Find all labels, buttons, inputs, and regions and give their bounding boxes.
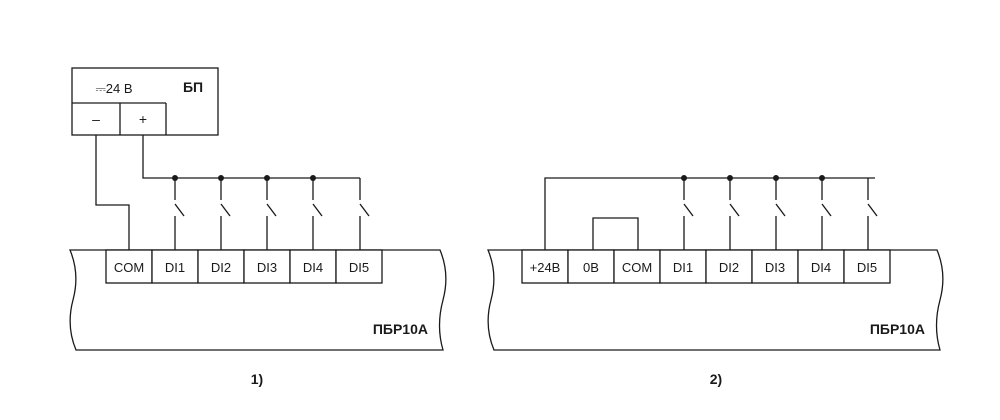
diagram-caption: 2): [710, 371, 722, 387]
switch-group: [172, 175, 370, 250]
junction-dot: [218, 175, 224, 181]
terminal-label: DI3: [257, 260, 277, 275]
junction-dot: [310, 175, 316, 181]
switch-contact: [220, 203, 231, 217]
device-body-outline: [69, 249, 447, 351]
junction-dot: [727, 175, 733, 181]
terminal-di5: [335, 249, 383, 284]
diagram-1: ⎓24 В БП – +: [69, 67, 447, 387]
terminal-label: DI5: [349, 260, 369, 275]
terminal-label: DI2: [211, 260, 231, 275]
switch-contact: [775, 203, 786, 217]
junction-dot: [264, 175, 270, 181]
terminal-label: DI1: [165, 260, 185, 275]
terminal-label: DI3: [765, 260, 785, 275]
plus-terminal-label: +: [139, 111, 147, 127]
switch-contact: [683, 203, 694, 217]
terminal-label: 0В: [583, 260, 599, 275]
switch-contact: [729, 203, 740, 217]
terminal-label: DI4: [811, 260, 831, 275]
wire-plus-bus: [142, 135, 360, 179]
terminal-label: DI2: [719, 260, 739, 275]
junction-dot: [773, 175, 779, 181]
power-supply-voltage: ⎓24 В: [95, 81, 132, 96]
switch-contact: [174, 203, 185, 217]
terminal-label: DI4: [303, 260, 323, 275]
terminal-block: COM DI1 DI2 DI3 DI4 DI5: [105, 249, 383, 284]
device-label: ПБР10А: [373, 321, 428, 337]
jumper-0v-com: [592, 217, 639, 250]
power-supply-title: БП: [183, 79, 203, 95]
diagram-2: +24В 0В COM DI1 DI2 DI3 DI4 DI5 ПБР10А 2…: [487, 175, 944, 387]
switch-contact: [266, 203, 277, 217]
terminal-label: +24В: [530, 260, 561, 275]
wire-minus-to-com: [95, 135, 130, 250]
junction-dot: [681, 175, 687, 181]
terminal-label: DI1: [673, 260, 693, 275]
diagram-caption: 1): [251, 371, 263, 387]
terminal-block: +24В 0В COM DI1 DI2 DI3 DI4 DI5: [521, 249, 891, 284]
switch-contact: [359, 203, 370, 217]
terminal-di1: [659, 249, 707, 284]
power-supply-box: [71, 67, 219, 136]
terminal-label: COM: [114, 260, 144, 275]
junction-dot: [172, 175, 178, 181]
switch-group: [681, 175, 878, 250]
terminal-di4: [797, 249, 845, 284]
switch-contact: [867, 203, 878, 217]
terminal-di4: [289, 249, 337, 284]
junction-dot: [819, 175, 825, 181]
switch-contact: [821, 203, 832, 217]
terminal-di2: [705, 249, 753, 284]
terminal-label: COM: [622, 260, 652, 275]
wire-24v-bus: [544, 177, 875, 250]
minus-terminal-label: –: [92, 111, 100, 127]
terminal-di5: [843, 249, 891, 284]
device-label: ПБР10А: [870, 321, 925, 337]
terminal-di3: [751, 249, 799, 284]
terminal-label: DI5: [857, 260, 877, 275]
terminal-plus24v: [521, 249, 569, 284]
terminal-com: [613, 249, 661, 284]
switch-contact: [312, 203, 323, 217]
device-body-outline: [487, 249, 944, 351]
power-supply: ⎓24 В БП – +: [71, 67, 219, 136]
